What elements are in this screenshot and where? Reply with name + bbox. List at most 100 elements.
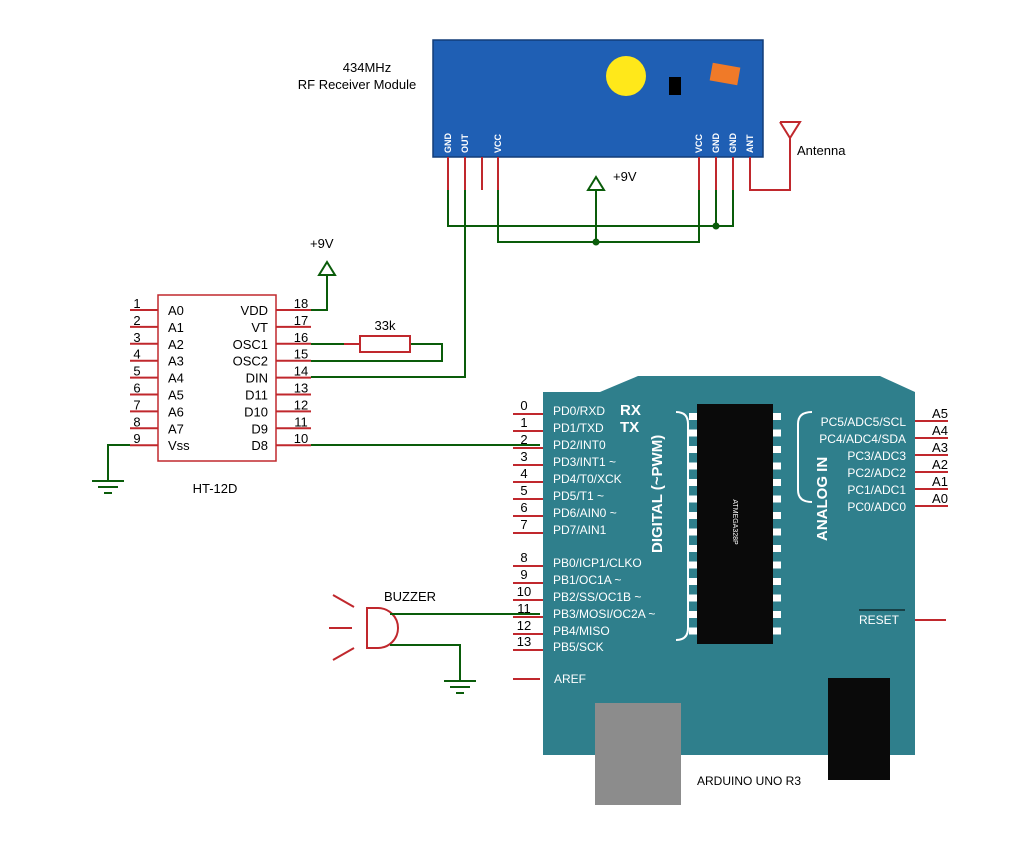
chip-pin: [689, 462, 698, 470]
chip-pin: [772, 479, 781, 486]
rf-led: [709, 62, 741, 86]
buzzer: BUZZER: [329, 589, 540, 694]
arduino-digital-pin-name: PD7/AIN1: [553, 523, 607, 537]
buzzer-label: BUZZER: [384, 589, 436, 604]
chip-pin: [772, 462, 781, 470]
rf-pin-stubs: [447, 121, 802, 191]
arduino-digital-pin-name: PB3/MOSI/OC2A ~: [553, 607, 655, 621]
arduino-analog-pin-name: PC1/ADC1: [847, 483, 906, 497]
arduino-digital-pin-number: 13: [517, 634, 531, 649]
rf-module-title-2: RF Receiver Module: [298, 77, 417, 92]
decoder-pin-name: D11: [245, 388, 268, 403]
chip-pin: [689, 429, 698, 437]
chip-pin: [772, 413, 781, 420]
usb-connector: [595, 703, 681, 805]
resistor-33k: 33k: [311, 318, 443, 362]
decoder-pin-name: VDD: [241, 303, 268, 318]
decoder-name: HT-12D: [193, 481, 238, 496]
decoder-pin-number: 11: [294, 414, 308, 429]
buzzer-wiring: [390, 613, 540, 694]
arduino-digital-pin-number: 4: [520, 466, 527, 481]
chip-pin: [689, 611, 698, 618]
tx-label: TX: [620, 419, 639, 436]
chip-pin: [689, 446, 698, 453]
arduino-analog-pin-name: PC5/ADC5/SCL: [821, 415, 907, 429]
decoder-pin-number: 18: [294, 296, 308, 311]
decoder-pin-number: 5: [133, 364, 140, 379]
arduino-digital-pin-name: PD5/T1 ~: [553, 489, 604, 503]
decoder-pin-name: A7: [168, 421, 184, 436]
rf-pin-label: VCC: [493, 133, 503, 153]
digital-bracket: [675, 411, 689, 641]
arduino-digital-pin-number: 7: [520, 517, 527, 532]
rf-pin-label: GND: [711, 133, 721, 154]
decoder-pin-name: A5: [168, 388, 184, 403]
chip-pin: [772, 429, 781, 437]
aref-label: AREF: [554, 672, 586, 686]
chip-label: ATMEGA328P: [731, 499, 738, 545]
decoder-pin-number: 15: [294, 347, 308, 362]
decoder-pin-name: D8: [251, 438, 268, 453]
arduino-analog-pins: A5PC5/ADC5/SCLA4PC4/ADC4/SDAA3PC3/ADC3A2…: [819, 406, 948, 514]
arduino-digital-pin-name: PD0/RXD: [553, 404, 605, 418]
rf-module-board: [432, 39, 764, 158]
arduino-digital-pin-number: 5: [520, 483, 527, 498]
decoder-wiring: [92, 275, 540, 494]
rf-pin-label: VCC: [694, 133, 704, 153]
analog-bracket: [797, 411, 813, 503]
decoder-pin-number: 14: [294, 364, 308, 379]
rf-wiring: [311, 190, 734, 378]
decoder-pin-name: D9: [251, 421, 268, 436]
chip-pin: [772, 545, 781, 552]
rx-label: RX: [620, 402, 641, 419]
chip-pin: [689, 528, 698, 536]
arduino-digital-pin-number: 0: [520, 398, 527, 413]
decoder-pin-name: OSC1: [233, 337, 268, 352]
decoder-pin-name: Vss: [168, 438, 190, 453]
arduino-digital-pin-number: 12: [517, 618, 531, 633]
digital-label: DIGITAL (~PWM): [649, 435, 666, 553]
junction-dot: [712, 222, 720, 230]
rf-component: [669, 77, 681, 95]
rf-pin-label: GND: [443, 133, 453, 154]
arduino-digital-pin-number: 9: [520, 567, 527, 582]
chip-pin: [772, 446, 781, 453]
resistor-body: [359, 335, 411, 353]
decoder-pin-number: 13: [294, 381, 308, 396]
arduino-uno-board: ARDUINO UNO R3 ATMEGA328P DIGITAL (~PWM)…: [513, 376, 948, 805]
rf-pin-label: GND: [728, 133, 738, 154]
atmega-chip: [697, 404, 773, 644]
arduino-analog-pin-number: A5: [932, 406, 948, 421]
chip-pin: [772, 495, 781, 503]
decoder-right-pins: 18VDD17VT16OSC115OSC214DIN13D1112D1011D9…: [233, 296, 311, 453]
arduino-digital-pin-number: 11: [517, 601, 531, 616]
arduino-digital-pin-name: PD6/AIN0 ~: [553, 506, 617, 520]
chip-pin: [689, 578, 698, 585]
arduino-digital-pin-number: 1: [520, 415, 527, 430]
arduino-digital-pin-name: PD3/INT1 ~: [553, 455, 616, 469]
chip-pin: [689, 479, 698, 486]
rf-pin-label: ANT: [745, 134, 755, 153]
decoder-pin-number: 10: [294, 431, 308, 446]
arduino-name: ARDUINO UNO R3: [697, 774, 801, 788]
chip-pin: [772, 528, 781, 536]
rf-module-title-1: 434MHz: [343, 60, 391, 75]
decoder-supply-label: +9V: [310, 236, 334, 251]
decoder-pin-number: 12: [294, 397, 308, 412]
decoder-pin-number: 3: [133, 330, 140, 345]
decoder-pin-name: VT: [251, 320, 268, 335]
arduino-digital-pin-number: 8: [520, 550, 527, 565]
decoder-pin-number: 8: [133, 414, 140, 429]
arduino-digital-pin-name: PB4/MISO: [553, 624, 610, 638]
chip-pin: [689, 512, 698, 519]
reset-label: RESET: [859, 613, 900, 627]
arduino-analog-pin-name: PC2/ADC2: [847, 466, 906, 480]
arduino-digital-pin-number: 2: [520, 432, 527, 447]
buzzer-body: [366, 607, 399, 649]
chip-pin: [772, 561, 781, 569]
chip-pin: [689, 495, 698, 503]
